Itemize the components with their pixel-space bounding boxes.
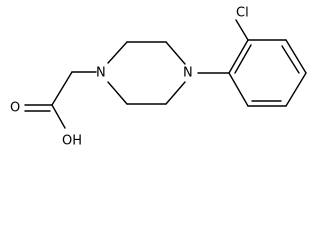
atom-label-o: O bbox=[10, 101, 20, 116]
bond-c3-c4 bbox=[285, 39, 307, 74]
atom-label-cl: Cl bbox=[236, 6, 249, 21]
atom-label-oh: OH bbox=[62, 134, 82, 149]
bond-c6-c1 bbox=[228, 72, 249, 107]
benzene-ring bbox=[197, 19, 307, 107]
bond-c1-c2 bbox=[228, 39, 249, 74]
atom-label-n1: N bbox=[96, 66, 106, 81]
bond-c-bottom-left-n1 bbox=[107, 81, 128, 105]
bond-c2-cl bbox=[235, 19, 249, 41]
aromatic-inner-bond-1 bbox=[234, 44, 252, 74]
acetic-acid-chain bbox=[24, 71, 97, 129]
bond-c4-c5 bbox=[285, 72, 307, 107]
atom-label-n2: N bbox=[183, 66, 193, 81]
piperazine-ring bbox=[107, 41, 186, 105]
bond-n1-c-top-left bbox=[107, 41, 128, 64]
bond-c-top-right-n2 bbox=[165, 41, 186, 65]
bond-n2-c-bottom-right bbox=[165, 81, 186, 105]
chemical-structure: N N Cl O OH bbox=[10, 6, 307, 149]
aromatic-inner-bond-2 bbox=[281, 45, 300, 74]
bond-ch2-carboxyl bbox=[51, 71, 73, 106]
bond-c-oh bbox=[51, 104, 66, 129]
